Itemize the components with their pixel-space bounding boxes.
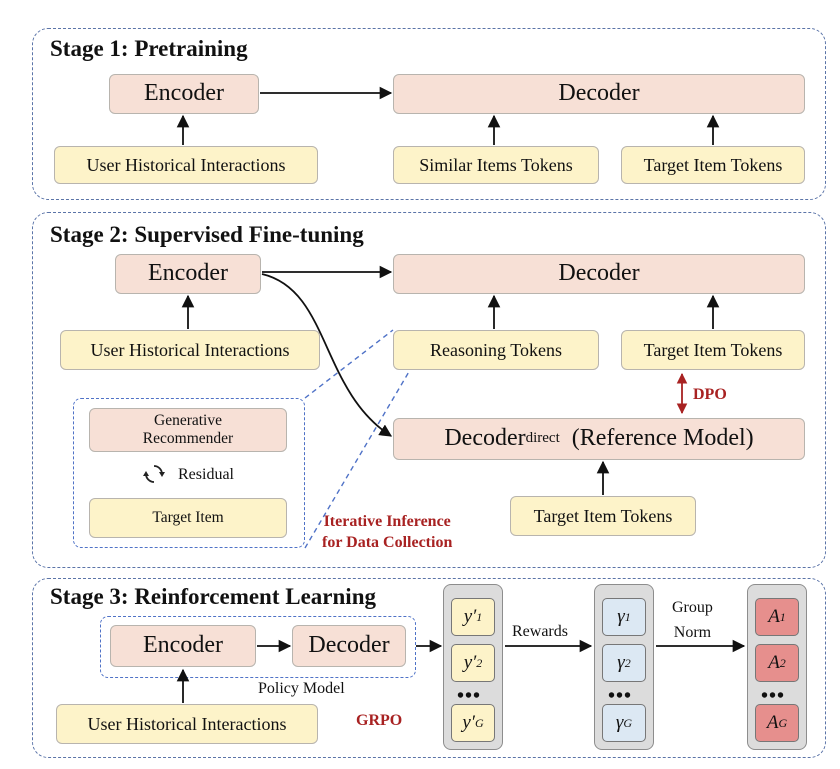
stage2-encoder: Encoder (115, 254, 261, 294)
stage3-panel (32, 578, 826, 758)
rewards-ellipsis: ••• (608, 685, 633, 707)
stage1-target-item-tokens: Target Item Tokens (621, 146, 805, 184)
stage1-similar-items-tokens: Similar Items Tokens (393, 146, 599, 184)
generative-recommender: Generative Recommender (89, 408, 287, 452)
stage1-user-history: User Historical Interactions (54, 146, 318, 184)
rewards-label: Rewards (512, 623, 568, 640)
stage2-decoder: Decoder (393, 254, 805, 294)
residual-cycle-icon (142, 462, 166, 486)
stage2-reasoning-tokens: Reasoning Tokens (393, 330, 599, 370)
stage1-decoder: Decoder (393, 74, 805, 114)
stage1-panel (32, 28, 826, 200)
stage2-title: Stage 2: Supervised Fine-tuning (50, 222, 364, 247)
group-norm-line1: Group (672, 599, 713, 616)
grpo-label: GRPO (356, 712, 403, 729)
advantages-ellipsis: ••• (761, 685, 786, 707)
iterative-inference-label: Iterative Inference for Data Collection (322, 512, 452, 554)
stage2-target-item-tokens-bottom: Target Item Tokens (510, 496, 696, 536)
output-yG: y′G (451, 704, 495, 742)
stage2-user-history: User Historical Interactions (60, 330, 320, 370)
iterative-inference-line1: Iterative Inference (323, 513, 451, 530)
group-norm-label: Group Norm (672, 596, 713, 646)
dpo-label: DPO (693, 386, 727, 403)
residual-label: Residual (178, 466, 234, 483)
group-norm-line2: Norm (673, 623, 712, 641)
decoder-direct-subscript: direct (525, 430, 560, 447)
output-y1: y′1 (451, 598, 495, 636)
stage1-title: Stage 1: Pretraining (50, 36, 248, 61)
stage3-encoder: Encoder (110, 625, 256, 667)
stage1-encoder: Encoder (109, 74, 259, 114)
policy-model-group (100, 616, 416, 678)
target-item-box: Target Item (89, 498, 287, 538)
stage2-panel (32, 212, 826, 568)
outputs-ellipsis: ••• (457, 685, 482, 707)
policy-model-label: Policy Model (258, 680, 345, 697)
reference-model-label: (Reference Model) (571, 425, 754, 452)
iterative-inference-line2: for Data Collection (322, 533, 453, 551)
stage2-target-item-tokens: Target Item Tokens (621, 330, 805, 370)
output-y2: y′2 (451, 644, 495, 682)
stage3-decoder: Decoder (292, 625, 406, 667)
decoder-direct-label: Decoder (444, 425, 526, 452)
stage3-user-history: User Historical Interactions (56, 704, 318, 744)
stage3-title: Stage 3: Reinforcement Learning (50, 584, 376, 609)
